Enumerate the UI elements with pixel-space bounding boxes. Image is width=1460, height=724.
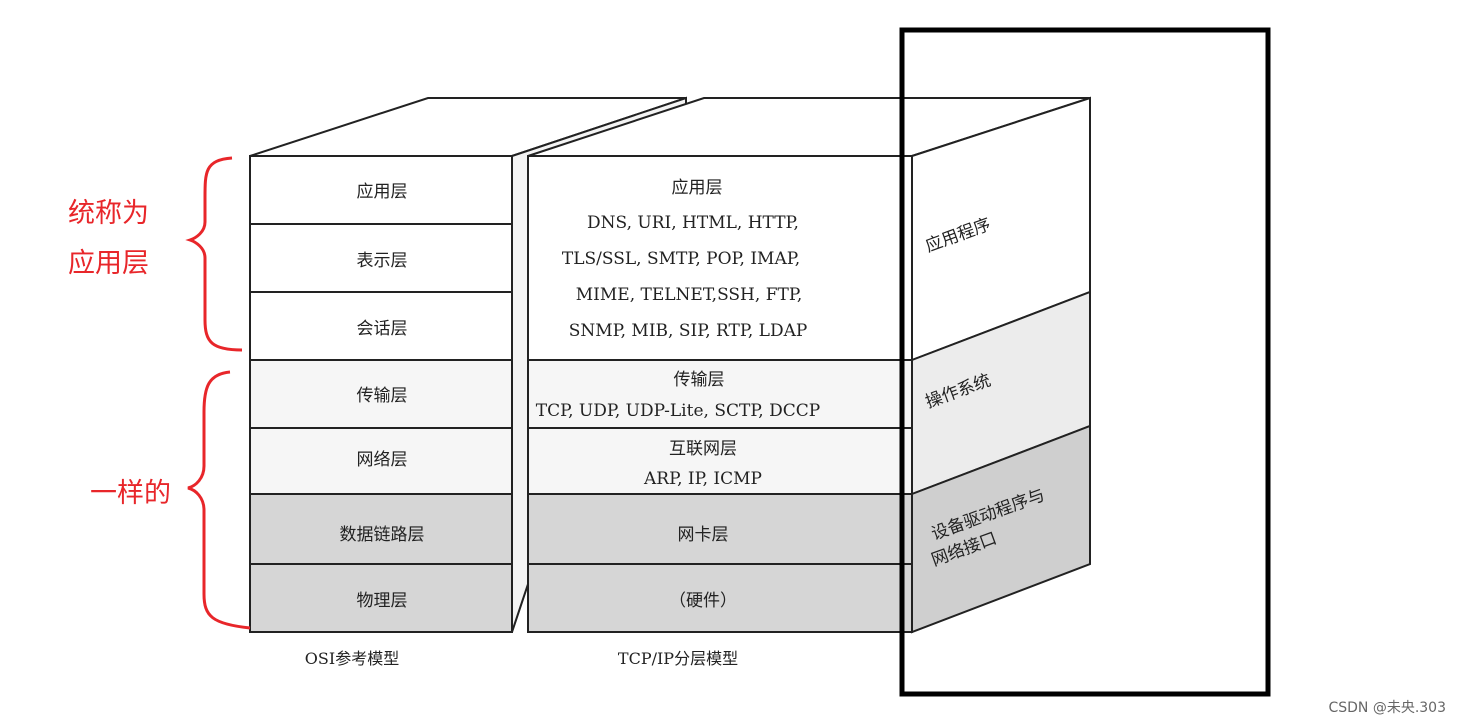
watermark: CSDN @未央.303 xyxy=(1328,700,1446,716)
tcpip-application-protocols: TLS/SSL, SMTP, POP, IMAP, xyxy=(562,249,800,269)
tcpip-hardware-title: （硬件） xyxy=(669,591,737,611)
annotation-bottom: 一样的 xyxy=(90,370,251,630)
tcpip-transport-title: 传输层 xyxy=(674,370,725,390)
annotation-top: 统称为 应用层 xyxy=(68,156,243,352)
osi-layer-session xyxy=(249,291,513,361)
osi-layer-label: 应用层 xyxy=(357,182,408,202)
tcpip-application-title: 应用层 xyxy=(672,178,723,198)
tcpip-application-protocols: DNS, URI, HTML, HTTP, xyxy=(587,213,799,233)
side-driver-region xyxy=(911,424,1091,634)
osi-layer-label: 传输层 xyxy=(357,386,408,406)
osi-layer-presentation xyxy=(249,223,513,293)
osi-layer-physical xyxy=(249,563,513,633)
tcpip-internet-protocols: ARP, IP, ICMP xyxy=(643,469,762,489)
tcpip-transport-protocols: TCP, UDP, UDP-Lite, SCTP, DCCP xyxy=(536,401,820,421)
tcpip-layer-hardware xyxy=(527,563,913,633)
annotation-top-line1: 统称为 xyxy=(68,198,149,229)
tcpip-layer-transport xyxy=(527,359,913,429)
brace-bottom xyxy=(187,370,251,630)
annotation-bottom-label: 一样的 xyxy=(90,478,171,509)
annotation-top-line2: 应用层 xyxy=(68,248,149,279)
tcpip-stack: 应用层 DNS, URI, HTML, HTTP, TLS/SSL, SMTP,… xyxy=(527,97,1091,668)
tcpip-layer-application xyxy=(527,155,913,361)
tcpip-application-protocols: SNMP, MIB, SIP, RTP, LDAP xyxy=(569,321,808,341)
brace-top xyxy=(185,156,243,352)
software-side-face: 应用程序 操作系统 设备驱动程序与 网络接口 xyxy=(911,96,1091,634)
tcpip-application-protocols: MIME, TELNET,SSH, FTP, xyxy=(576,285,802,305)
osi-layer-label: 物理层 xyxy=(357,591,408,611)
osi-layer-label: 表示层 xyxy=(357,251,408,271)
osi-layer-label: 网络层 xyxy=(357,450,408,470)
tcpip-layer-link xyxy=(527,493,913,565)
tcpip-internet-title: 互联网层 xyxy=(669,439,737,459)
osi-layer-application xyxy=(249,155,513,225)
tcpip-link-title: 网卡层 xyxy=(678,525,729,545)
osi-caption: OSI参考模型 xyxy=(305,649,399,668)
osi-layer-label: 会话层 xyxy=(357,319,408,339)
highlight-box xyxy=(899,27,1271,697)
tcpip-caption: TCP/IP分层模型 xyxy=(618,649,738,668)
tcpip-layer-internet xyxy=(527,427,913,495)
osi-layer-label: 数据链路层 xyxy=(340,525,425,545)
osi-layer-network xyxy=(249,427,513,495)
